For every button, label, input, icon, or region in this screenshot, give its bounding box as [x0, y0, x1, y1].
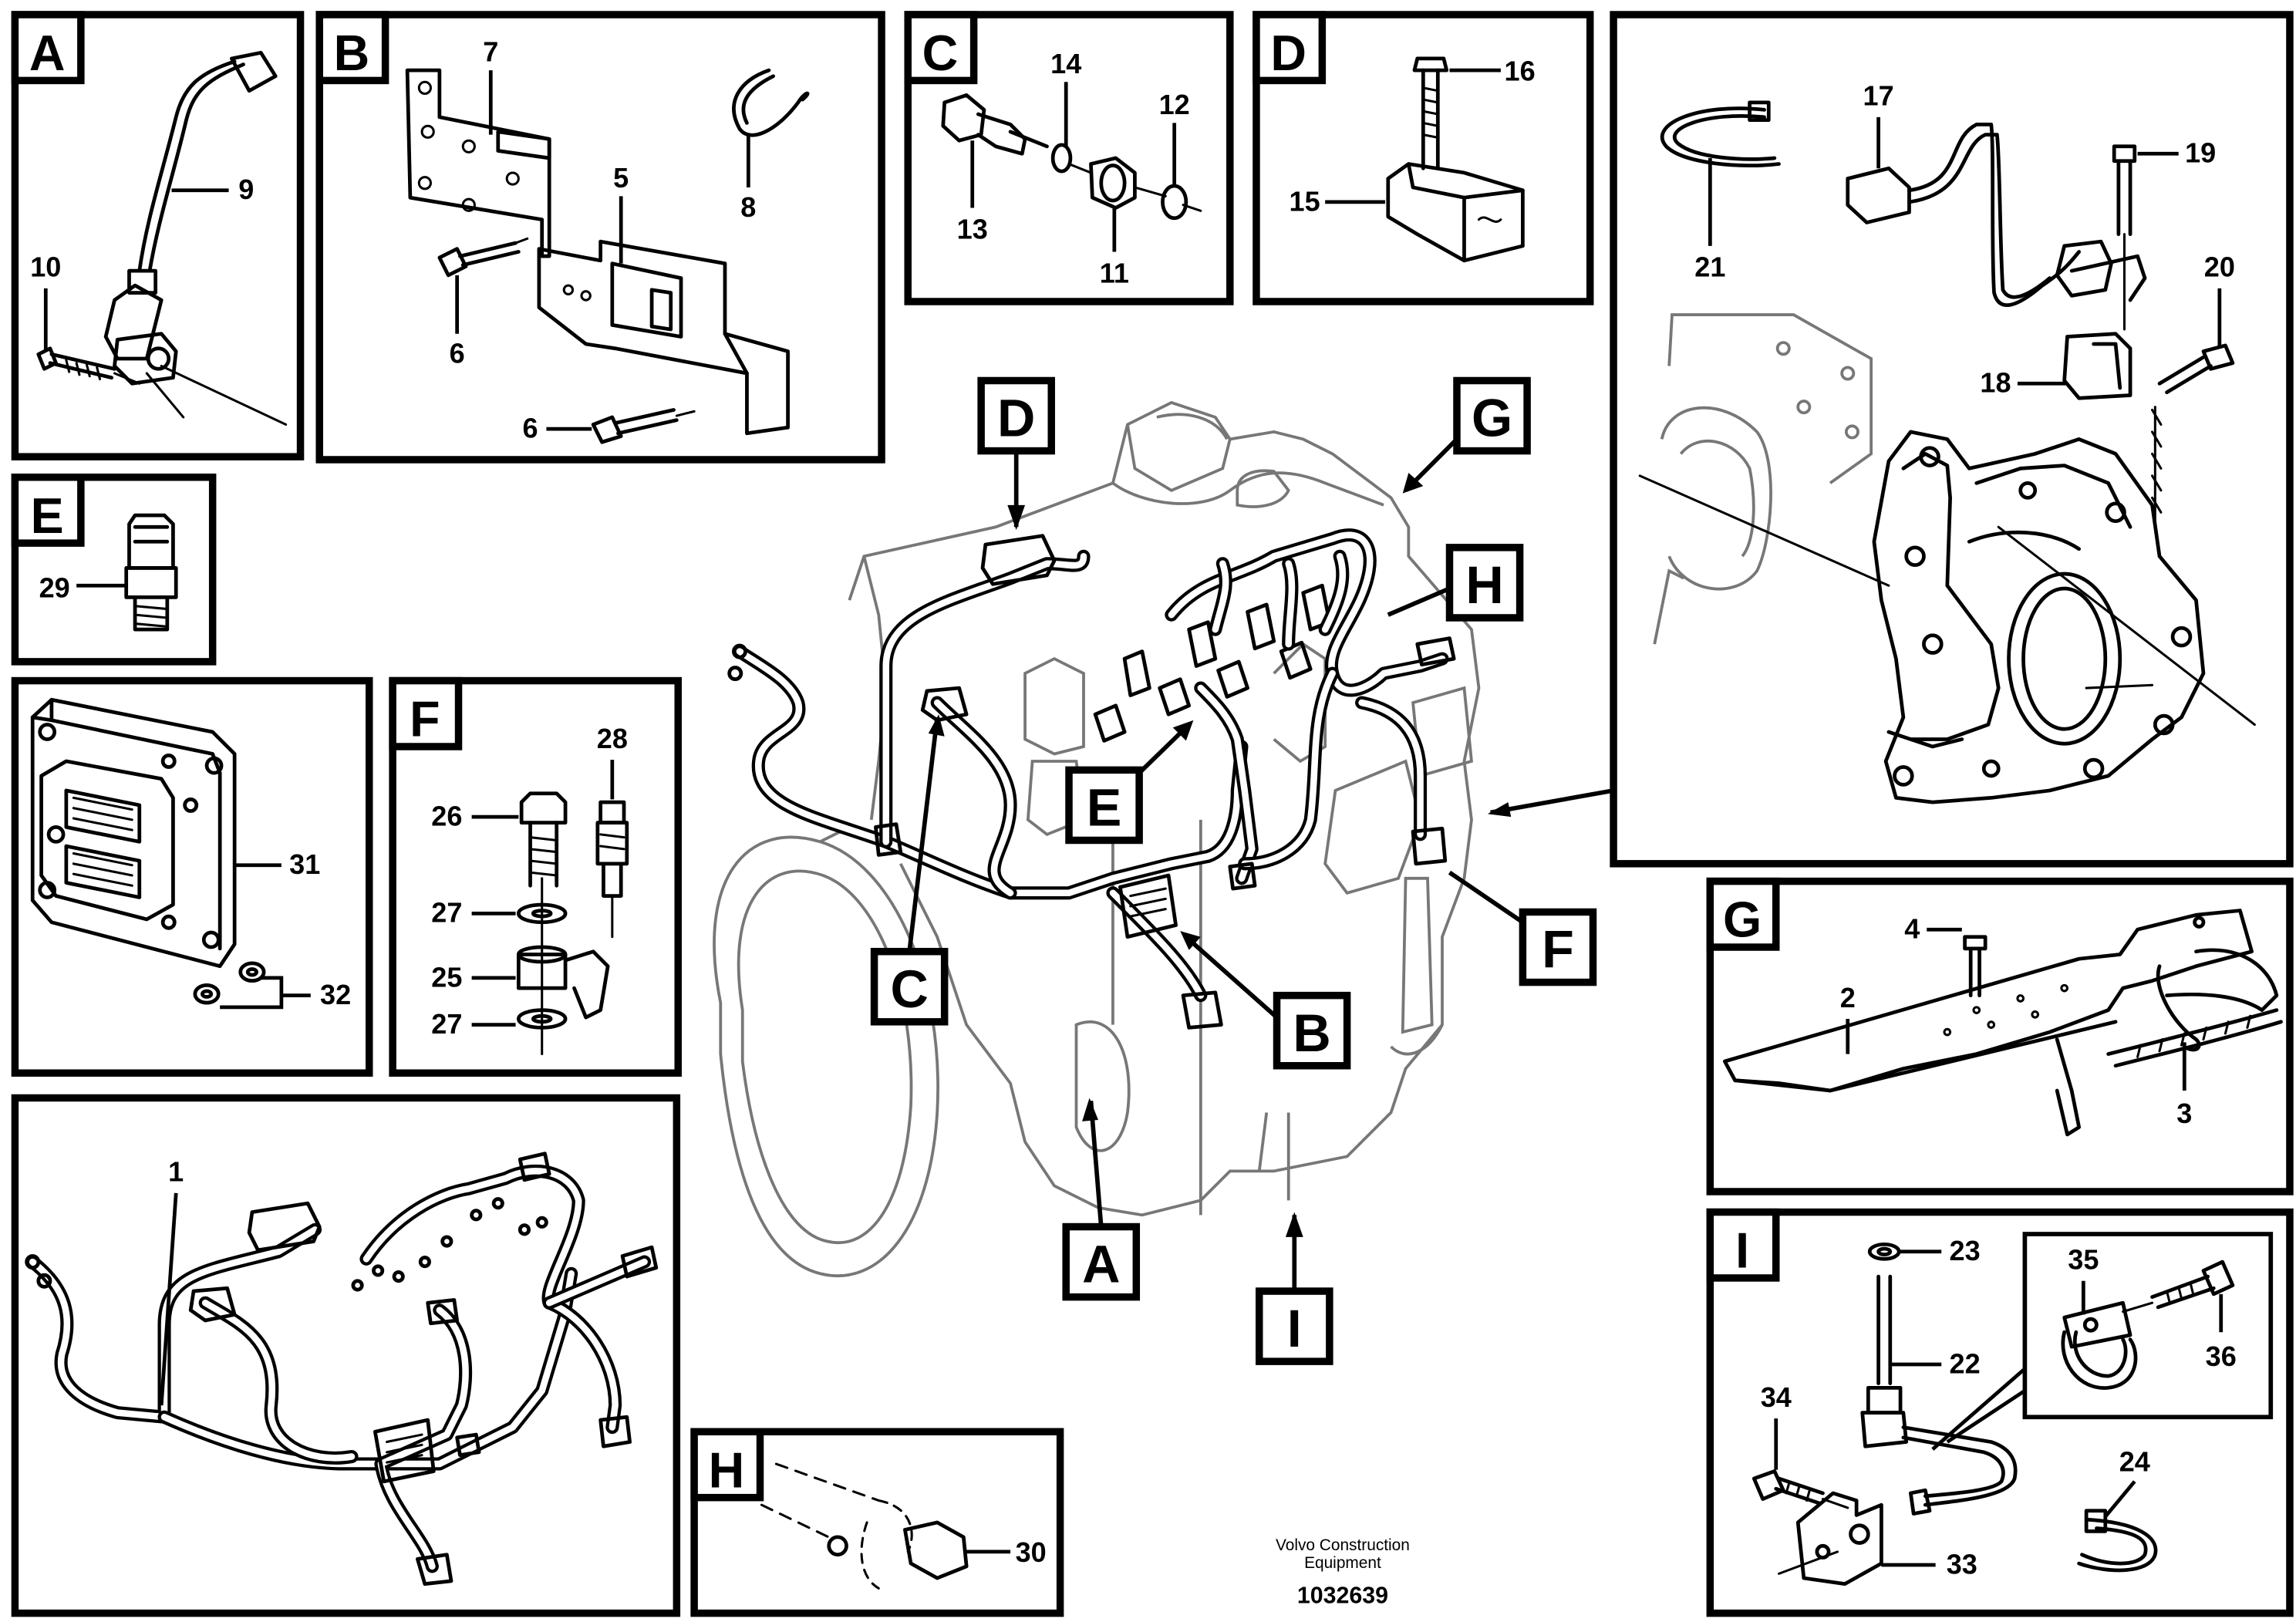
part-number-28: 28	[597, 723, 628, 754]
ecu-drawing	[30, 697, 266, 1005]
speed-sensor-drawing	[36, 50, 288, 426]
part-number-33: 33	[1947, 1548, 1977, 1580]
part-number-6b: 6	[523, 413, 538, 444]
panel-timing-detail: 17 19 21 20 18	[1610, 11, 2294, 868]
part-number-14: 14	[1050, 48, 1081, 79]
panel-e: E 29	[11, 474, 217, 666]
part-number-4: 4	[1904, 913, 1920, 945]
part-number-36: 36	[2206, 1340, 2237, 1372]
part-number-27a: 27	[431, 897, 462, 929]
part-number-7: 7	[483, 36, 498, 68]
panel-b: B 7 5 8 6	[315, 11, 885, 464]
panel-wiring-harness: 1	[11, 1094, 681, 1617]
callout-d: D	[997, 389, 1035, 448]
heat-shield-drawing	[1722, 909, 2283, 1137]
panel-h: H 30	[690, 1428, 1064, 1617]
panel-c-letter: C	[922, 25, 959, 81]
part-number-23: 23	[1950, 1235, 1981, 1266]
panel-h-letter: H	[709, 1442, 745, 1498]
part-number-22: 22	[1950, 1347, 1981, 1379]
panel-a-letter: A	[29, 25, 66, 81]
switch-drawing	[124, 513, 178, 632]
temperature-sensor-drawing	[941, 93, 1202, 221]
part-number-15: 15	[1290, 185, 1320, 217]
panel-i: I	[1706, 1208, 2294, 1617]
callout-e: E	[1087, 778, 1122, 837]
part-number-2: 2	[1840, 982, 1856, 1013]
part-number-34: 34	[1761, 1381, 1792, 1413]
part-number-1: 1	[168, 1156, 184, 1188]
callout-g: G	[1472, 389, 1512, 448]
panel-e-letter: E	[31, 488, 64, 544]
panel-d-letter: D	[1270, 25, 1306, 81]
part-number-24: 24	[2119, 1446, 2150, 1478]
engine-callouts: D G H E C B F A I	[870, 376, 1614, 1365]
harness-drawing	[25, 1152, 659, 1587]
part-number-6a: 6	[450, 338, 465, 369]
panel-a: A 9 10	[11, 11, 305, 460]
sensor-22-drawing	[1752, 1242, 2235, 1587]
part-number-29: 29	[39, 572, 70, 603]
part-number-20: 20	[2204, 251, 2235, 283]
cable-tie-8	[732, 68, 810, 137]
panel-g: G 4 2 3	[1706, 877, 2294, 1195]
bracket-drawing	[405, 68, 790, 444]
part-number-27b: 27	[431, 1008, 462, 1040]
part-number-11: 11	[1100, 257, 1129, 288]
part-number-19: 19	[2185, 137, 2216, 169]
callout-h: H	[1465, 556, 1503, 615]
credit-company: Volvo Construction	[1276, 1536, 1410, 1554]
engine-drawing	[713, 400, 1481, 1278]
banjo-fitting-drawing	[516, 791, 629, 1056]
panel-f: F 28 26 27 25 27	[389, 676, 682, 1077]
panel-b-letter: B	[334, 25, 370, 81]
part-number-16: 16	[1505, 55, 1536, 86]
part-number-9: 9	[238, 174, 254, 205]
part-number-10: 10	[30, 251, 61, 283]
panel-i-letter: I	[1735, 1223, 1749, 1279]
part-number-26: 26	[431, 800, 462, 831]
panel-c: C 14 12 13 11	[904, 11, 1234, 305]
part-number-8: 8	[740, 191, 756, 223]
callout-i: I	[1287, 1300, 1302, 1358]
callout-b: B	[1293, 1004, 1330, 1063]
sensor-30-drawing	[760, 1462, 969, 1590]
part-number-12: 12	[1159, 89, 1190, 120]
credit-block: Volvo Construction Equipment 1032639	[1276, 1536, 1410, 1608]
part-number-17: 17	[1863, 80, 1894, 112]
pressure-sensor-drawing	[1386, 56, 1525, 263]
part-number-5: 5	[613, 162, 629, 194]
panel-ecu: 31 32	[11, 676, 373, 1077]
part-number-31: 31	[289, 848, 320, 880]
part-number-30: 30	[1016, 1536, 1047, 1568]
drawing-number: 1032639	[1297, 1583, 1388, 1608]
part-number-13: 13	[957, 213, 988, 244]
part-number-18: 18	[1980, 367, 2011, 399]
part-number-25: 25	[431, 961, 462, 993]
part-number-32: 32	[320, 979, 351, 1010]
part-number-21: 21	[1694, 251, 1725, 283]
callout-c: C	[890, 960, 928, 1019]
panel-f-letter: F	[410, 692, 440, 747]
part-number-3: 3	[2176, 1098, 2192, 1129]
callout-f: F	[1542, 921, 1574, 980]
credit-company-2: Equipment	[1304, 1554, 1381, 1572]
callout-a: A	[1082, 1236, 1120, 1294]
panel-d: D 16 15	[1253, 11, 1594, 305]
part-number-35: 35	[2068, 1244, 2099, 1276]
panel-g-letter: G	[1723, 892, 1762, 948]
